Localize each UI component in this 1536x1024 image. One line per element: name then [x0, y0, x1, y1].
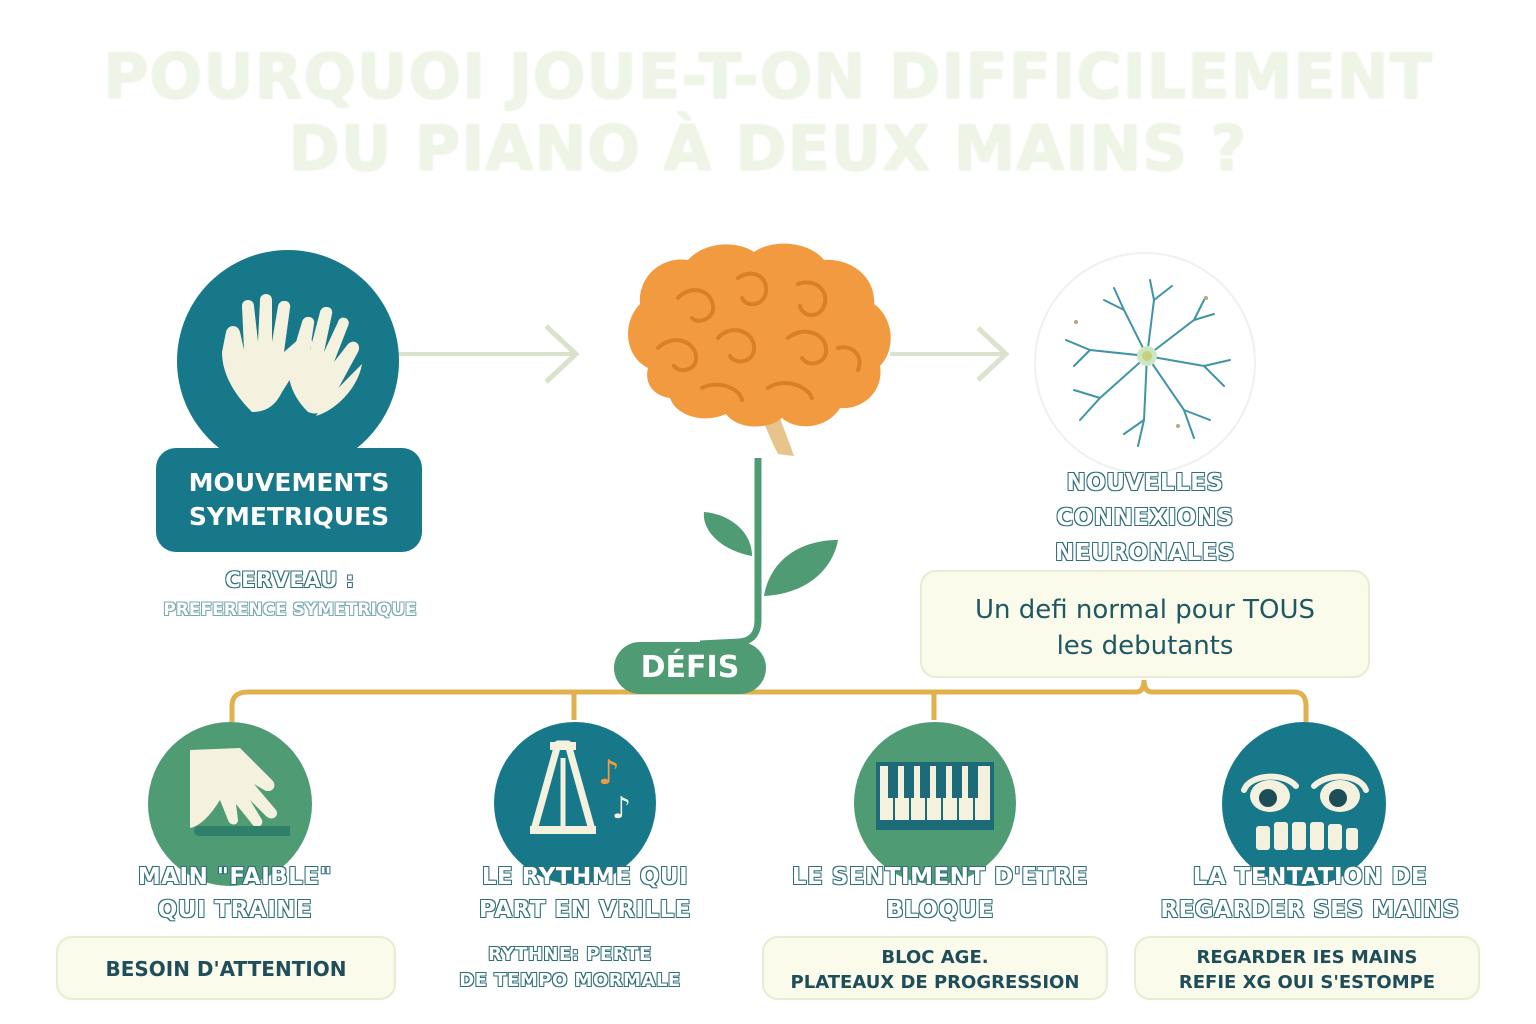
normal-challenge-line2: les debutants — [1056, 631, 1234, 661]
piano-keyboard-icon — [876, 762, 994, 830]
looking-box-line1: REGARDER IES MAINS — [1196, 947, 1418, 968]
blocked-box-line2: PLATEAUX DE PROGRESSION — [790, 972, 1080, 993]
connections-caption-line2: CONNEXIONS — [1056, 505, 1234, 531]
svg-text:♪: ♪ — [598, 753, 620, 793]
neuron-icon — [1065, 279, 1231, 447]
metronome-icon: ♪ ♪ — [530, 740, 631, 834]
arrow-left-head — [544, 324, 580, 384]
symmetric-badge-line1: MOUVEMENTS — [188, 468, 390, 497]
eyes-icon — [1241, 773, 1369, 850]
rhythm-box-line2: DE TEMPO MORMALE — [459, 970, 681, 991]
hands-icon — [222, 294, 362, 416]
weak-hand-box-line1: BESOIN D'ATTENTION — [105, 957, 347, 981]
weak-hand-title-line2: QUI TRAINE — [157, 897, 313, 923]
normal-challenge-line1: Un defi normal pour TOUS — [974, 595, 1315, 625]
blocked-box-line1: BLOC AGE. — [881, 947, 989, 968]
looking-title-line2: REGARDER SES MAINS — [1160, 897, 1460, 923]
brain-caption-line2: PREFERENCE SYMETRIQUE — [163, 600, 417, 620]
symmetric-movements-badge: MOUVEMENTS SYMETRIQUES — [156, 448, 422, 552]
challenges-pill: DÉFIS — [614, 642, 766, 694]
rhythm-title-line2: PART EN VRILLE — [479, 897, 691, 923]
connections-caption-line1: NOUVELLES — [1066, 470, 1224, 496]
blocked-title-line1: LE SENTIMENT D'ETRE — [791, 864, 1089, 890]
connections-caption-line3: NEURONALES — [1055, 540, 1235, 566]
looking-title-line1: LA TENTATION DE — [1192, 864, 1428, 890]
branch-line — [229, 679, 1309, 722]
brain-icon — [628, 243, 891, 456]
looking-box-line2: REFIE XG OUI S'ESTOMPE — [1178, 972, 1436, 993]
sprout-stem — [699, 458, 762, 648]
sprout-leaf-right — [764, 540, 838, 596]
looking-circle — [1222, 722, 1386, 886]
page-title-line1: POURQUOI JOUE-T-ON DIFFICILEMENT — [103, 40, 1433, 113]
rhythm-title-line1: LE RYTHME QUI — [481, 864, 689, 890]
symmetric-badge-line2: SYMETRIQUES — [188, 502, 390, 531]
sprout-leaf-left — [703, 512, 752, 556]
normal-challenge-box: Un defi normal pour TOUS les debutants — [920, 570, 1370, 678]
hand-icon — [190, 748, 290, 836]
rhythm-box-line1: RYTHNE: PERTE — [488, 944, 652, 965]
svg-text:♪: ♪ — [612, 791, 631, 826]
blocked-title-line2: BLOQUE — [886, 897, 994, 923]
blocked-box: BLOC AGE. PLATEAUX DE PROGRESSION — [762, 936, 1108, 1000]
looking-box: REGARDER IES MAINS REFIE XG OUI S'ESTOMP… — [1134, 936, 1480, 1000]
page-title-line2: DU PIANO À DEUX MAINS ? — [288, 112, 1248, 185]
weak-hand-title-line1: MAIN "FAIBLE" — [137, 864, 333, 890]
weak-hand-box: BESOIN D'ATTENTION — [56, 936, 396, 1000]
brain-caption-line1: CERVEAU : — [225, 568, 355, 592]
arrow-right-head — [976, 326, 1010, 382]
